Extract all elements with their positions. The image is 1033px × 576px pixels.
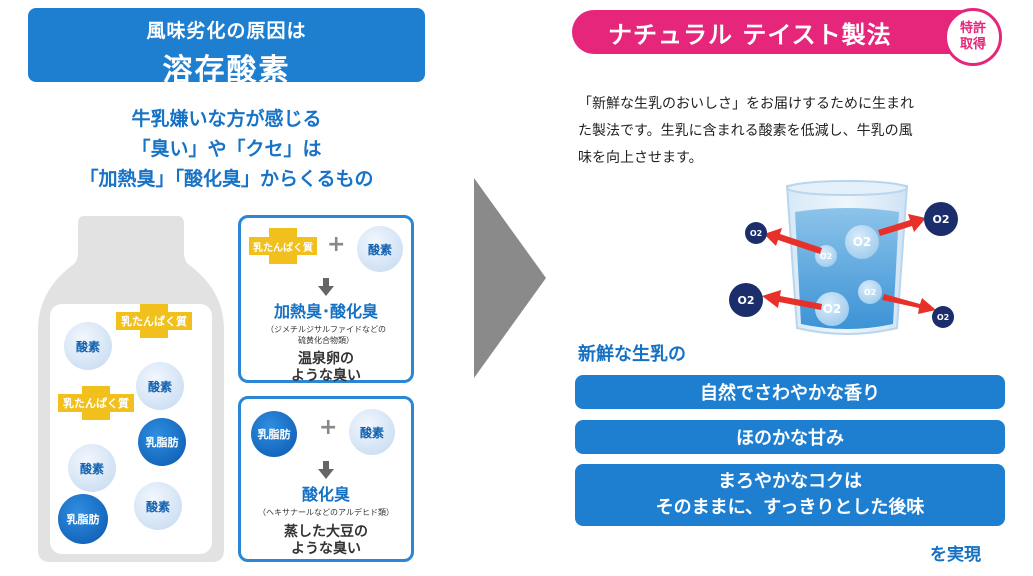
oxygen-escape-arrows xyxy=(762,214,936,314)
box1-arrow-down xyxy=(241,278,411,296)
bottle-protein-1: 乳たんぱく質 xyxy=(116,304,192,338)
fresh-milk-label: 新鮮な生乳の xyxy=(578,344,686,365)
box2-fat: 乳脂肪 xyxy=(251,411,297,457)
heat-odor-box: 乳たんぱく質 + 酸素 加熱臭･酸化臭 （ジメチルジサルファイドなどの 硫黄化合… xyxy=(238,215,414,384)
arrow-upper-right-icon xyxy=(878,214,926,236)
box2-arrow-down xyxy=(241,461,411,479)
realize-label: を実現 xyxy=(930,545,981,565)
bottle-fat-1: 乳脂肪 xyxy=(138,418,186,466)
arrow-lower-left-icon xyxy=(762,290,822,310)
arrow-upper-left-icon xyxy=(764,228,822,254)
cause-header-line1: 風味劣化の原因は xyxy=(146,20,307,42)
method-description: 「新鮮な生乳のおいしさ」をお届けするために生まれ た製法です。生乳に含まれる酸素… xyxy=(578,91,1008,172)
box1-result-1: 温泉卵の xyxy=(298,351,354,367)
benefit-aroma: 自然でさわやかな香り xyxy=(575,375,1005,409)
box2-plus: + xyxy=(319,415,338,440)
box1-result-2: ような臭い xyxy=(291,368,361,384)
box1-oxygen: 酸素 xyxy=(357,226,403,272)
benefit-sweetness: ほのかな甘み xyxy=(575,420,1005,454)
patent-badge: 特許 取得 xyxy=(944,8,1002,66)
box1-title: 加熱臭･酸化臭 xyxy=(273,302,378,321)
bottle-oxygen-1: 酸素 xyxy=(64,322,112,370)
bottle-protein-2: 乳たんぱく質 xyxy=(58,386,134,420)
box1-plus: + xyxy=(327,232,346,257)
box2-title: 酸化臭 xyxy=(301,485,350,504)
bottle-oxygen-3: 酸素 xyxy=(68,444,116,492)
milk-bottle-illustration: 乳たんぱく質 酸素 酸素 乳たんぱく質 乳脂肪 酸素 酸素 乳脂肪 xyxy=(36,212,226,564)
o2-outside-3: O2 xyxy=(729,283,763,317)
intro-line-1: 牛乳嫌いな方が感じる xyxy=(131,108,322,130)
bottle-fat-2: 乳脂肪 xyxy=(58,494,108,544)
o2-bubble-inside-1: O2 xyxy=(845,225,879,259)
o2-outside-2: O2 xyxy=(924,202,958,236)
box2-oxygen: 酸素 xyxy=(349,409,395,455)
cause-header: 風味劣化の原因は 溶存酸素 xyxy=(28,8,425,88)
box2-result-1: 蒸した大豆の xyxy=(284,524,368,540)
box1-note-1: （ジメチルジサルファイドなどの xyxy=(266,325,386,334)
cause-intro: 牛乳嫌いな方が感じる 「臭い」や「クセ」は 「加熱臭」「酸化臭」からくるもの xyxy=(28,104,425,194)
box1-note-2: 硫黄化合物類） xyxy=(298,336,354,345)
box2-result-2: ような臭い xyxy=(291,541,361,557)
description-line-2: た製法です。生乳に含まれる酸素を低減し、牛乳の風 xyxy=(578,123,913,139)
cause-header-line2: 溶存酸素 xyxy=(162,53,291,88)
o2-outside-1: O2 xyxy=(745,222,767,244)
natural-taste-banner: ナチュラル テイスト製法 xyxy=(572,10,972,54)
o2-outside-4: O2 xyxy=(932,306,954,328)
arrow-lower-right-icon xyxy=(882,294,936,314)
banner-title: ナチュラル テイスト製法 xyxy=(608,20,892,49)
bottle-oxygen-4: 酸素 xyxy=(134,482,182,530)
box1-protein: 乳たんぱく質 xyxy=(249,228,317,264)
benefit-richness: まろやかなコクは そのままに、すっきりとした後味 xyxy=(575,464,1005,526)
description-line-3: 味を向上させます。 xyxy=(578,150,703,166)
box2-note: （ヘキサナールなどのアルデヒド類） xyxy=(258,508,394,517)
intro-line-2: 「臭い」や「クセ」は xyxy=(131,138,322,160)
o2-bubble-inside-4: O2 xyxy=(858,280,882,304)
oxidation-odor-box: 乳脂肪 + 酸素 酸化臭 （ヘキサナールなどのアルデヒド類） 蒸した大豆の よう… xyxy=(238,396,414,562)
intro-line-3: 「加熱臭」「酸化臭」からくるもの xyxy=(79,168,374,190)
transition-arrow-icon xyxy=(474,178,546,378)
description-line-1: 「新鮮な生乳のおいしさ」をお届けするために生まれ xyxy=(578,96,914,112)
bottle-oxygen-2: 酸素 xyxy=(136,362,184,410)
